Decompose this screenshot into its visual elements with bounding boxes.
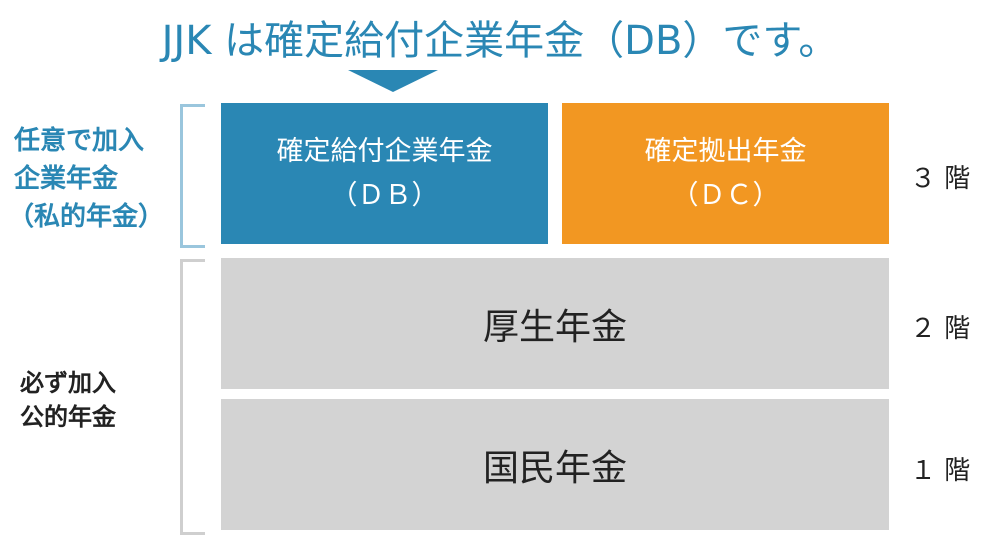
- label-line: 必ず加入: [20, 369, 116, 397]
- kokumin-nenkin-box: 国民年金: [221, 399, 889, 530]
- db-name: 確定給付企業年金: [276, 135, 493, 167]
- tier-3-label: ３ 階: [910, 164, 971, 194]
- db-box: 確定給付企業年金 （ＤＢ）: [221, 103, 548, 244]
- tier-2-label: ２ 階: [910, 314, 971, 344]
- dc-box: 確定拠出年金 （ＤＣ）: [562, 103, 889, 244]
- dc-name: 確定拠出年金: [644, 135, 807, 167]
- label-line: 公的年金: [20, 403, 116, 431]
- label-line: （私的年金）: [8, 202, 165, 232]
- optional-bracket: [180, 104, 205, 248]
- mandatory-bracket: [180, 259, 205, 535]
- kokumin-nenkin-label: 国民年金: [482, 447, 627, 489]
- tier-1-label: １ 階: [910, 456, 971, 486]
- db-abbr: （ＤＢ）: [330, 179, 439, 211]
- optional-pension-label: 任意で加入 企業年金 （私的年金）: [8, 122, 164, 236]
- mandatory-pension-label: 必ず加入 公的年金: [20, 366, 116, 434]
- label-line: 任意で加入: [14, 126, 145, 156]
- kosei-nenkin-box: 厚生年金: [221, 258, 889, 389]
- dc-abbr: （ＤＣ）: [671, 179, 780, 211]
- down-arrow-icon: [348, 70, 438, 92]
- kosei-nenkin-label: 厚生年金: [482, 306, 627, 348]
- page-title: JJK は確定給付企業年金（DB）です。: [161, 18, 839, 64]
- label-line: 企業年金: [14, 164, 119, 194]
